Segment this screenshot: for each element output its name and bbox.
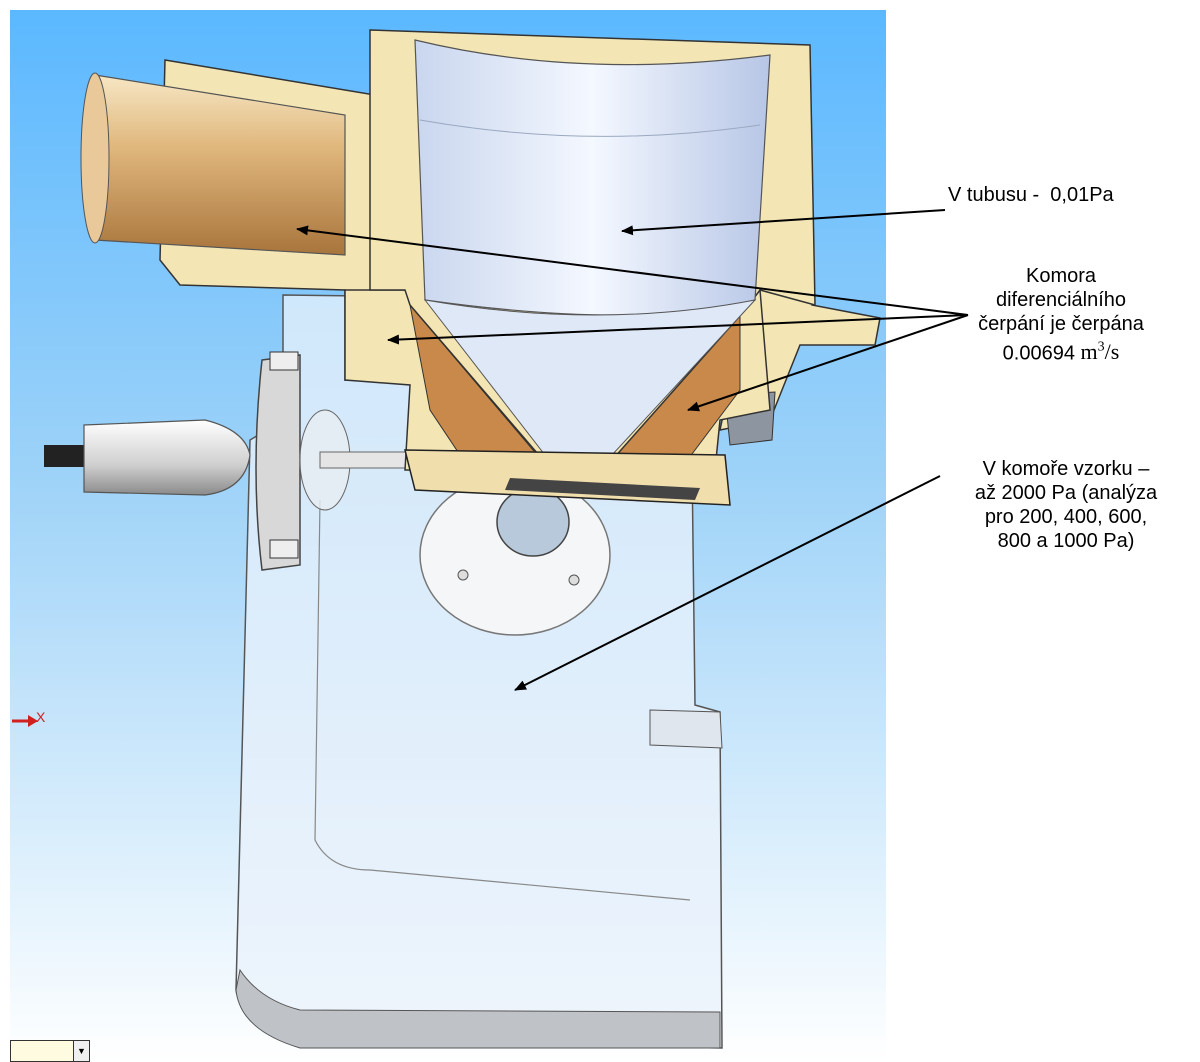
chamber-step [649,709,723,749]
flow-unit: m3/s [1080,339,1120,365]
arrow-diff-1 [296,225,969,316]
chamber-bottom-face [235,968,721,1049]
label-sample-chamber: V komoře vzorku – až 2000 Pa (analýza pr… [935,457,1197,553]
manipulator-plate [255,354,301,571]
label-chamber-line1: V komoře vzorku – [982,458,1150,480]
label-differential-chamber: Komora diferenciálního čerpání je čerpán… [950,264,1172,365]
label-diff-line3: čerpání je čerpána [978,313,1144,335]
label-chamber-line3: pro 200, 400, 600, [984,506,1148,528]
flow-value: 0.00694 [1002,342,1075,365]
arrow-chamber [514,475,941,691]
label-tube-pressure: V tubusu - 0,01Pa [948,184,1114,206]
label-chamber-line4: 800 a 1000 Pa) [997,530,1135,552]
label-diff-line2: diferenciálního [995,289,1127,311]
manipulator-body [83,419,251,496]
label-diff-flow: 0.00694 m3/s [950,336,1172,365]
label-chamber-line2: až 2000 Pa (analýza [974,482,1158,504]
view-selector-combobox[interactable]: ▼ [10,1040,90,1062]
chevron-down-icon[interactable]: ▼ [73,1041,89,1061]
arrow-diff-3 [687,314,969,412]
axis-triad-icon [12,715,38,727]
arrow-tube [621,209,946,236]
axis-x-label: X [36,709,46,725]
manipulator-shaft [44,445,84,467]
cad-viewport[interactable] [10,10,886,1062]
vacuum-chamber-model [44,29,881,1049]
label-diff-line1: Komora [1025,265,1097,287]
chamber-inner-wall [314,499,691,901]
arrow-diff-2 [387,314,969,345]
